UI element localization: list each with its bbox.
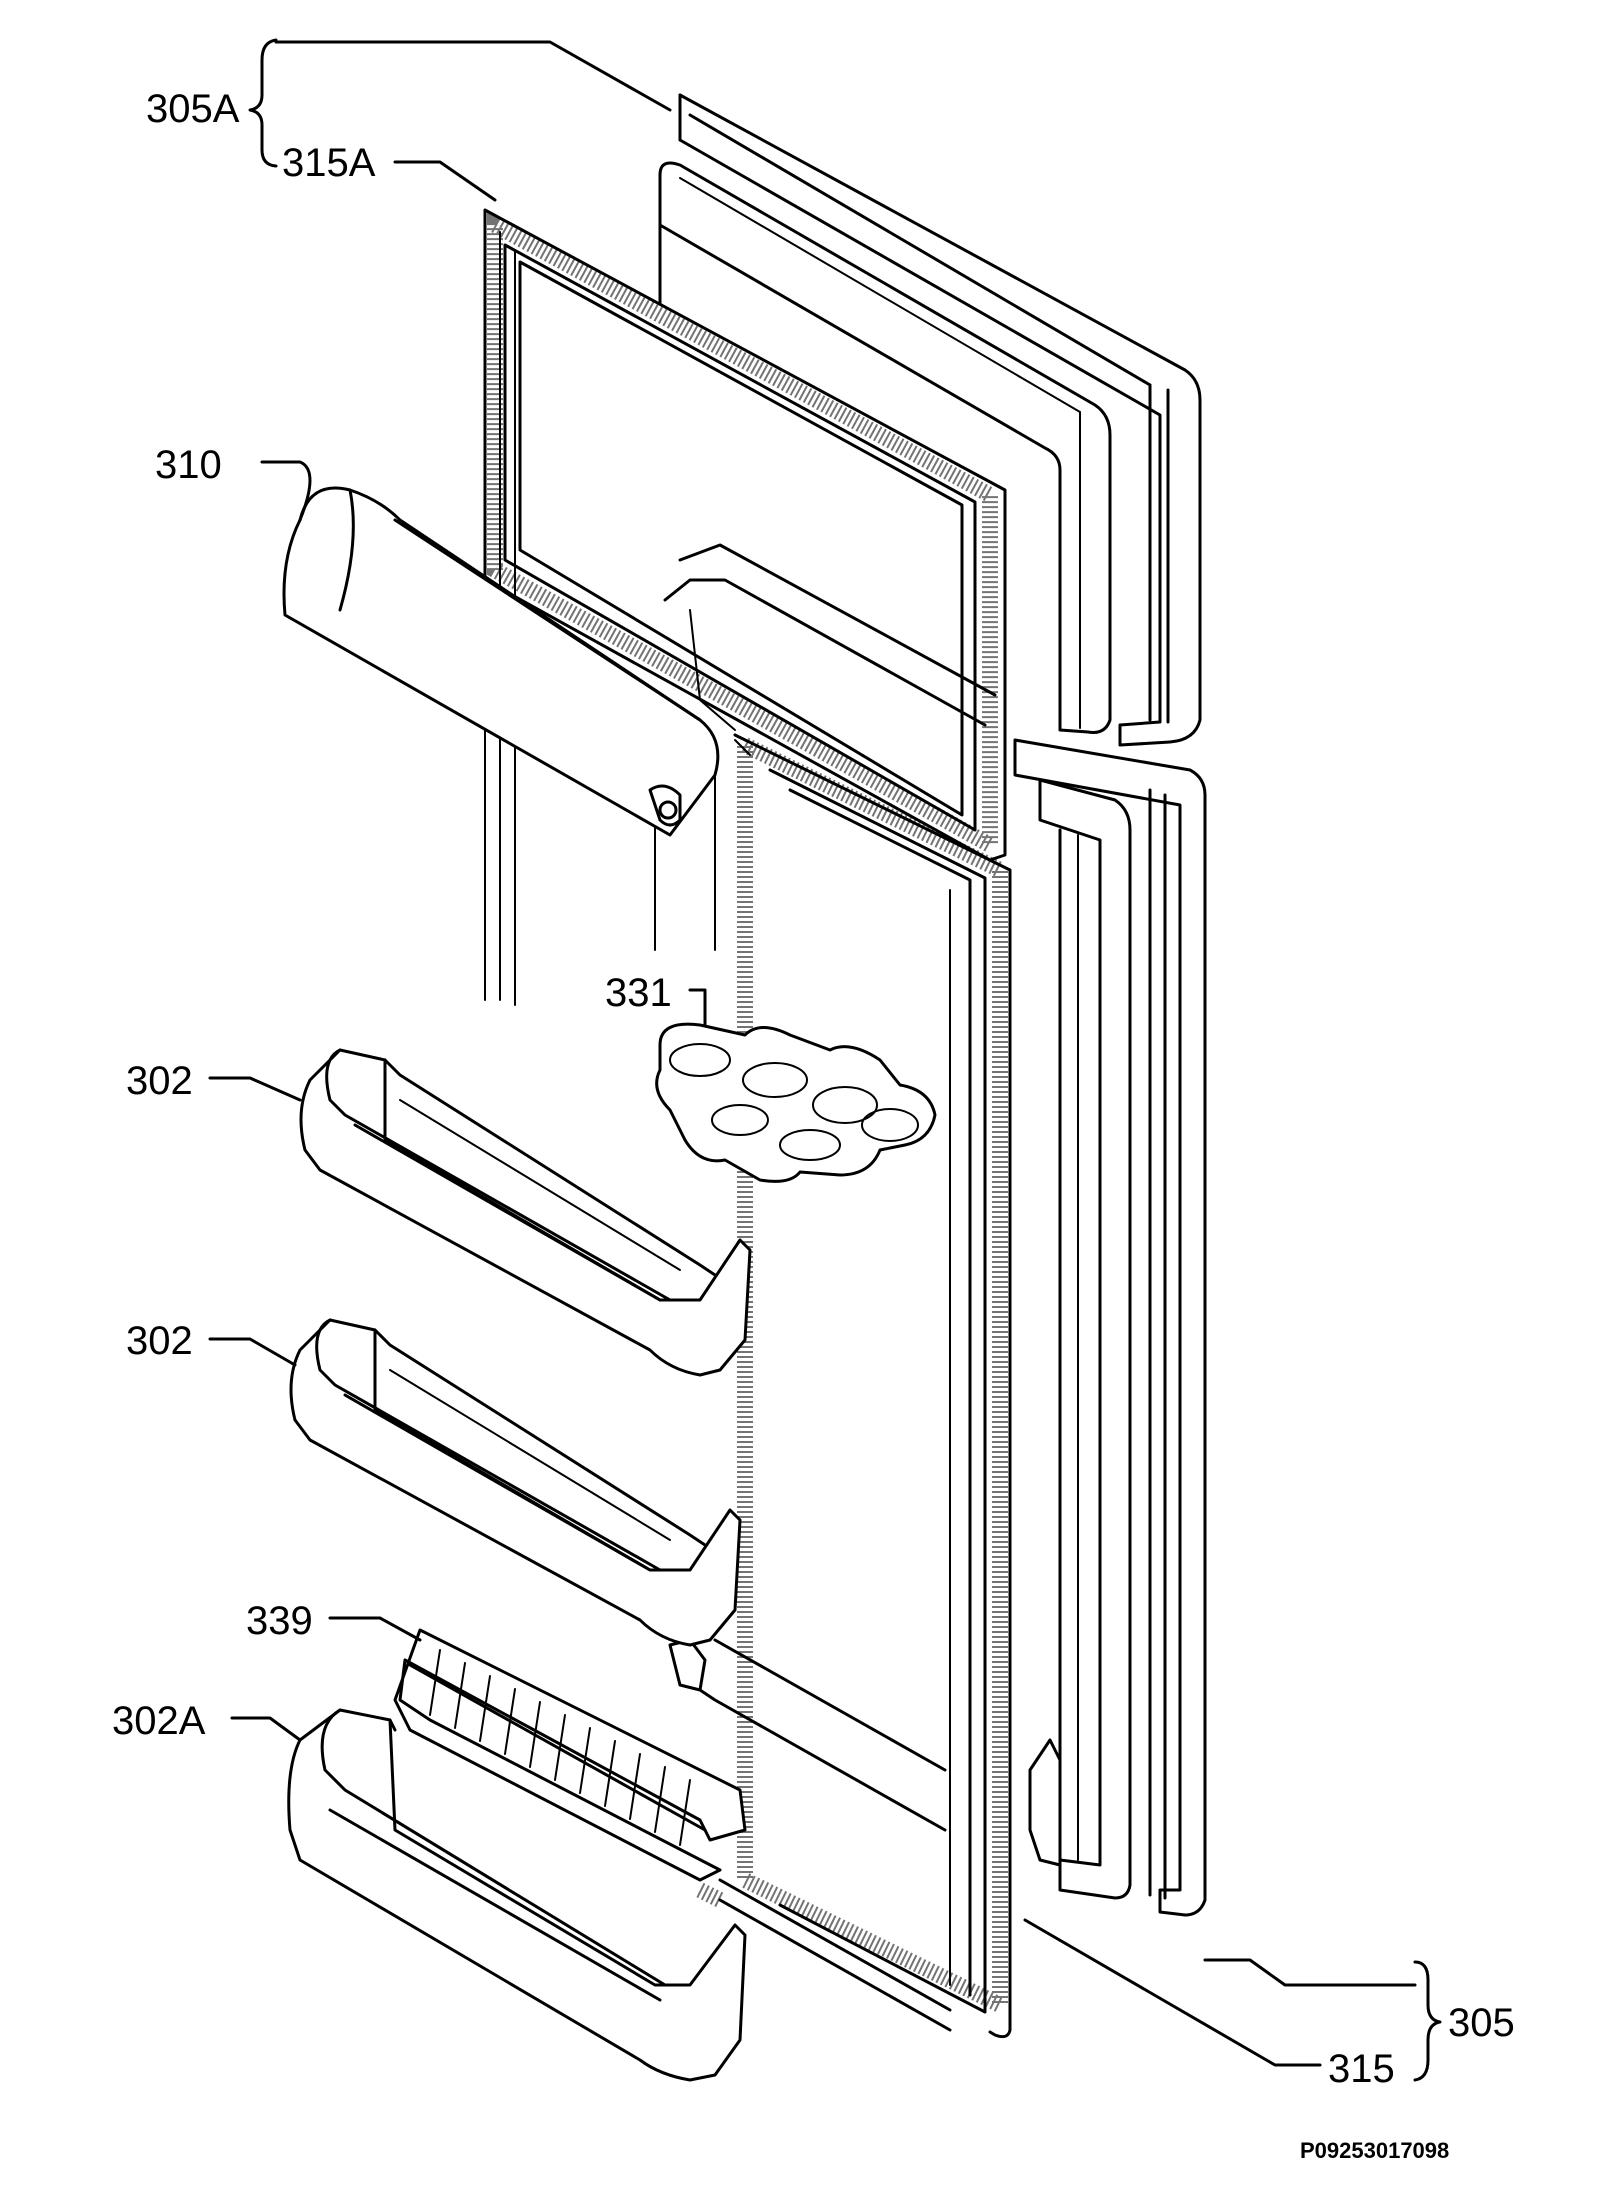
label-331: 331 bbox=[605, 971, 672, 1015]
label-310: 310 bbox=[155, 443, 222, 487]
bottle-rack-339 bbox=[393, 1628, 747, 1882]
leader-lines bbox=[208, 40, 1417, 2067]
label-305: 305 bbox=[1448, 2001, 1515, 2045]
egg-tray-331 bbox=[655, 1022, 937, 1183]
label-302a: 302A bbox=[112, 1699, 206, 1743]
upper-shelf-guides bbox=[654, 543, 997, 951]
freezer-gasket-315a bbox=[483, 208, 1007, 1006]
freezer-door-305a bbox=[658, 93, 1202, 747]
label-315: 315 bbox=[1328, 2047, 1395, 2091]
bottle-shelf-302-middle bbox=[289, 1318, 742, 1647]
fridge-gasket-315 bbox=[668, 732, 1012, 2039]
bottle-shelf-302-upper bbox=[299, 1048, 752, 1377]
label-305a: 305A bbox=[146, 87, 240, 131]
label-339: 339 bbox=[246, 1599, 313, 1643]
fridge-door-305 bbox=[1013, 738, 1207, 1917]
door-handle-310 bbox=[282, 486, 720, 837]
bottle-shelf-302a bbox=[287, 1708, 747, 2082]
brace-305 bbox=[1413, 1960, 1442, 2082]
label-302-middle: 302 bbox=[126, 1319, 193, 1363]
drawing-code: P09253017098 bbox=[1300, 2138, 1449, 2163]
brace-305a bbox=[248, 38, 278, 168]
label-302-upper: 302 bbox=[126, 1059, 193, 1103]
label-315a: 315A bbox=[282, 141, 376, 185]
